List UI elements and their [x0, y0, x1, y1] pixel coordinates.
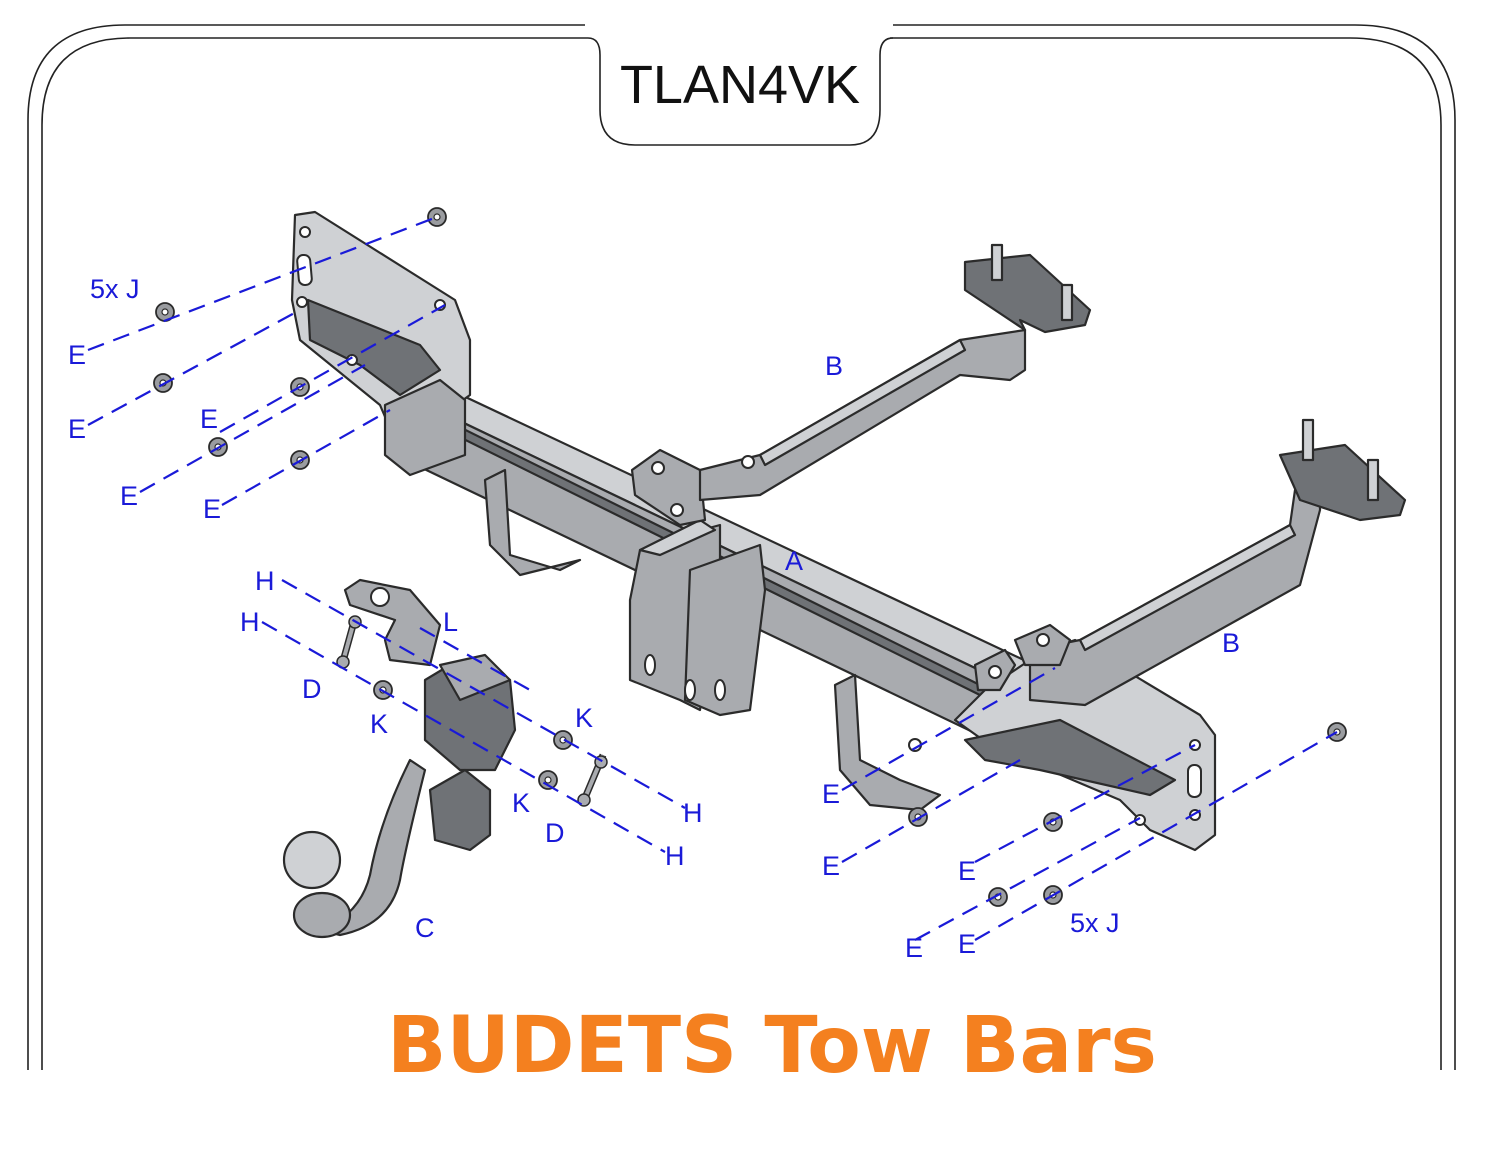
- diagram-frame: [27, 24, 1456, 1070]
- label-b-lower: B: [1222, 628, 1240, 658]
- side-arm-b-lower: [973, 418, 1407, 707]
- label-c: C: [415, 913, 435, 943]
- label-e: E: [203, 494, 221, 524]
- label-e: E: [958, 856, 976, 886]
- washer: [1043, 812, 1063, 832]
- label-b-upper: B: [825, 351, 843, 381]
- right-mounting-plate: [908, 638, 1217, 852]
- label-a: A: [785, 546, 803, 576]
- label-h: H: [255, 566, 275, 596]
- socket-bracket-l: [343, 578, 442, 667]
- left-mounting-plate: [290, 210, 472, 477]
- label-e: E: [68, 340, 86, 370]
- label-e: E: [822, 779, 840, 809]
- part-number-title: TLAN4VK: [620, 55, 860, 115]
- label-5x-j-left: 5x J: [90, 274, 140, 304]
- washer: [538, 770, 558, 790]
- label-e: E: [68, 414, 86, 444]
- label-k: K: [512, 788, 530, 818]
- plate-d: [577, 753, 608, 807]
- washer: [908, 807, 928, 827]
- label-e: E: [905, 933, 923, 963]
- assembly-lines: [87, 215, 1338, 941]
- label-e: E: [200, 404, 218, 434]
- label-l: L: [443, 607, 458, 637]
- label-k: K: [370, 709, 388, 739]
- side-arm-b-upper: [698, 243, 1092, 502]
- label-h: H: [683, 798, 703, 828]
- label-e: E: [822, 851, 840, 881]
- washer: [988, 887, 1008, 907]
- label-h: H: [240, 607, 260, 637]
- label-h: H: [665, 841, 685, 871]
- tow-ball-c: [282, 653, 517, 939]
- socket-plates-d: [336, 615, 608, 807]
- label-e: E: [120, 481, 138, 511]
- washer: [553, 730, 573, 750]
- label-5x-j-right: 5x J: [1070, 908, 1120, 938]
- washer: [153, 373, 173, 393]
- plate-d: [336, 615, 362, 669]
- washer: [155, 302, 175, 322]
- label-d: D: [302, 674, 322, 704]
- washer: [427, 207, 447, 227]
- label-e: E: [958, 929, 976, 959]
- brand-name: BUDETS Tow Bars: [387, 1001, 1157, 1091]
- callout-labels: 5x J E E E E E B A B H H L D K K K D H H…: [68, 274, 1240, 963]
- title-tab: TLAN4VK: [587, 37, 894, 146]
- stud: [990, 243, 1074, 322]
- centre-brackets: [483, 448, 942, 812]
- label-d: D: [545, 818, 565, 848]
- label-k: K: [575, 703, 593, 733]
